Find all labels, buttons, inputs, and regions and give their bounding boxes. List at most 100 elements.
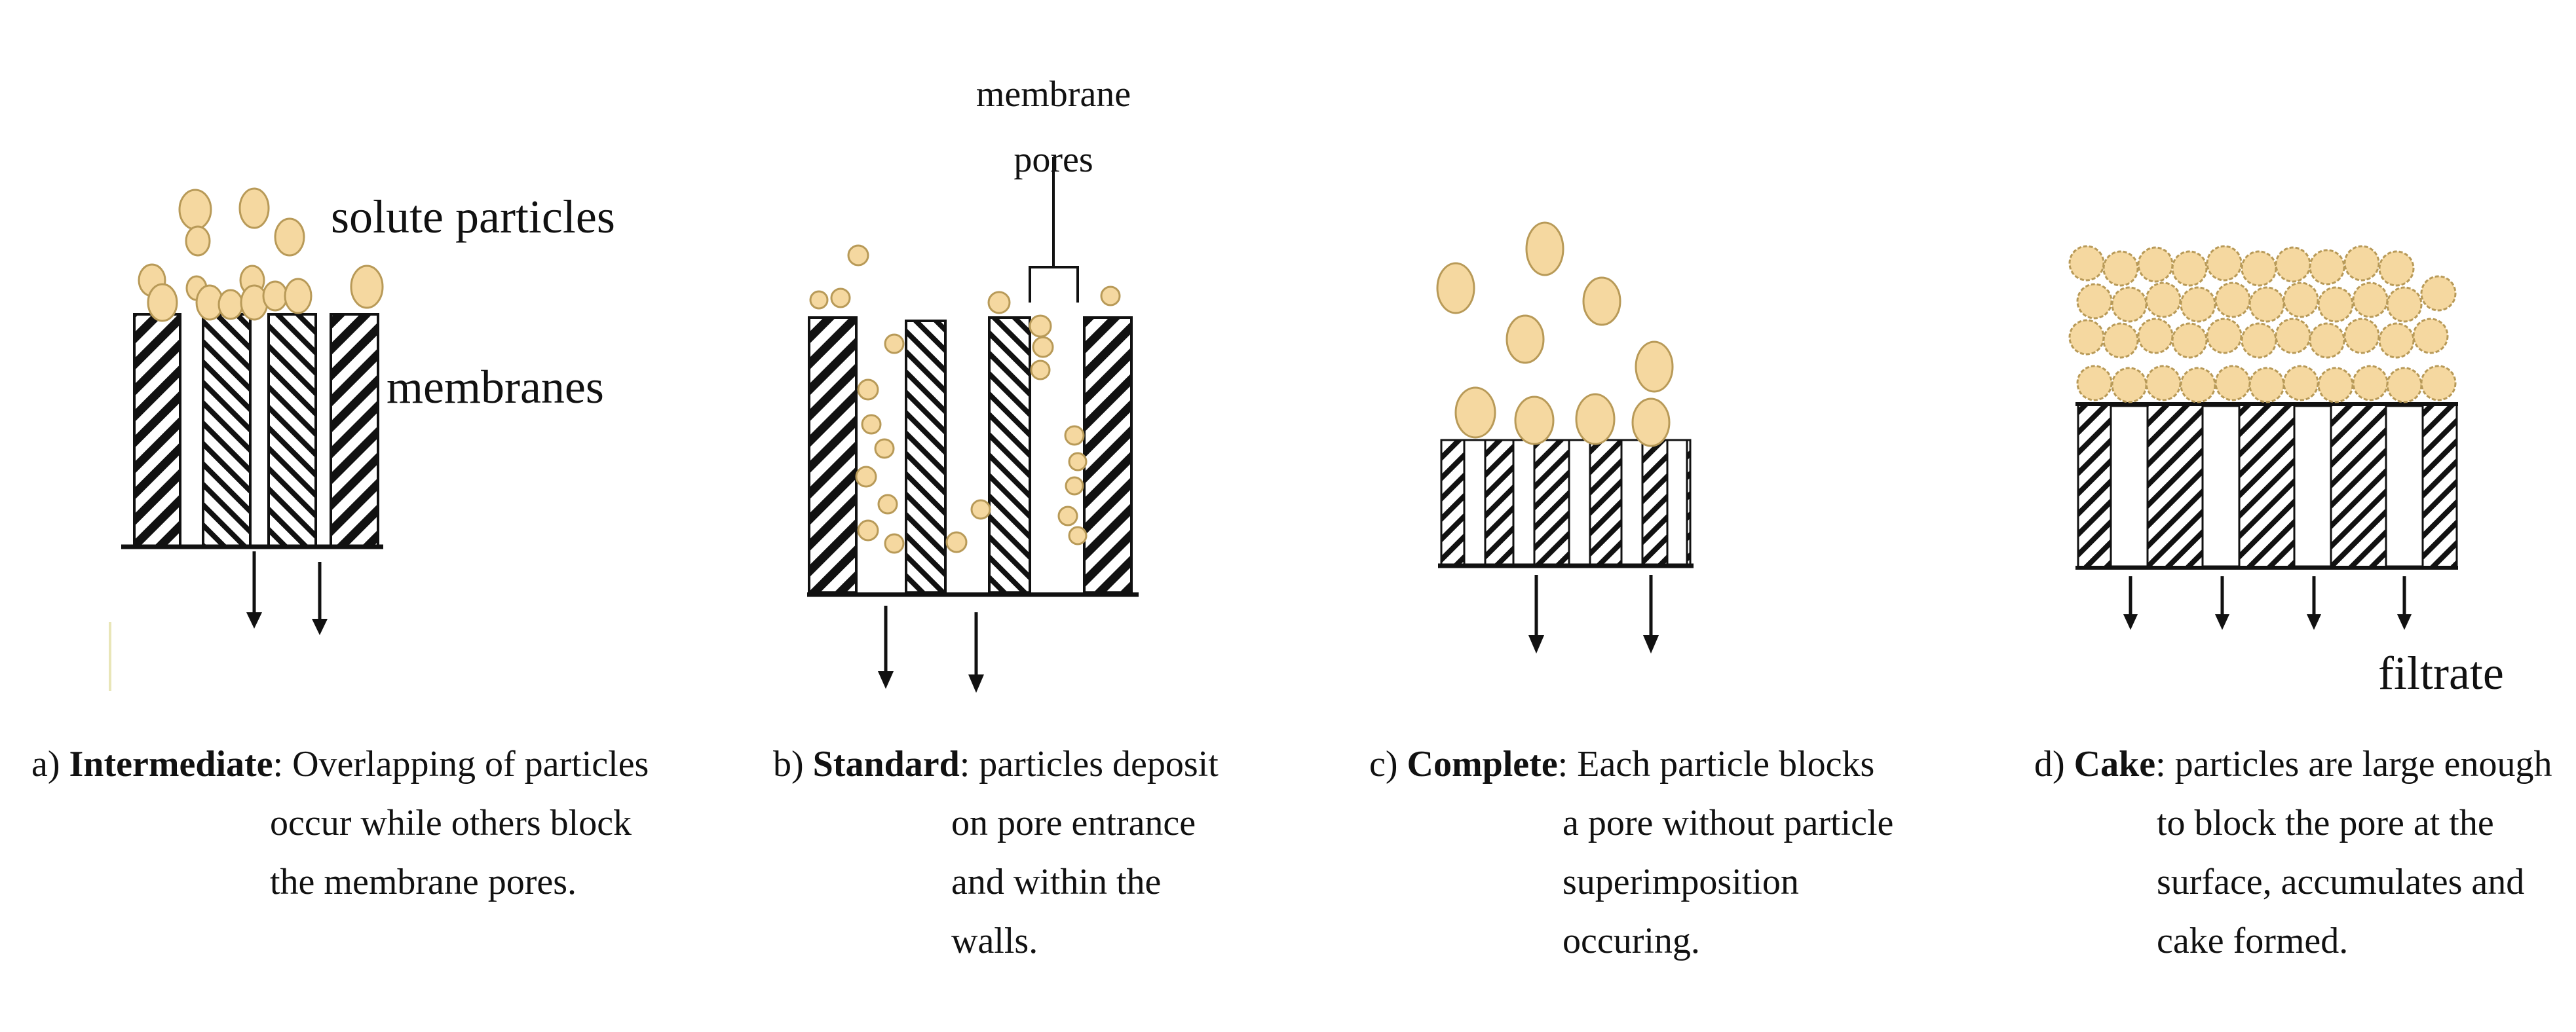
particle-icon — [857, 519, 879, 542]
membrane-pores-label-line1: membrane — [976, 74, 1131, 115]
svg-text:b) Standard: particles deposit: b) Standard: particles deposit — [773, 744, 1219, 784]
svg-text:a) Intermediate: Overlapping o: a) Intermediate: Overlapping of particle… — [31, 744, 649, 784]
particle-icon — [1068, 526, 1088, 545]
caption-b: b) Standard: particles deposit on pore e… — [773, 744, 1219, 961]
pore — [2385, 405, 2424, 568]
caption-line: occuring. — [1563, 921, 1700, 961]
caption-line: on pore entrance — [951, 803, 1196, 843]
particle-icon — [2309, 322, 2345, 359]
particle-icon — [1525, 221, 1564, 276]
particle-icon — [2352, 282, 2389, 318]
particle-icon — [857, 378, 879, 401]
solute-particles-label: solute particles — [331, 191, 615, 243]
caption-name: Complete — [1407, 744, 1558, 784]
pore — [1666, 439, 1688, 567]
particle-icon — [1582, 276, 1621, 326]
membrane-wall — [133, 313, 181, 548]
particle-icon — [2343, 245, 2380, 282]
particle-icon — [2111, 367, 2148, 403]
membrane-pores-label-line2: pores — [1013, 139, 1093, 180]
particle-icon — [2214, 365, 2251, 401]
membranes-label: membranes — [387, 361, 604, 413]
pore-bracket — [1029, 157, 1079, 303]
particle-icon — [147, 283, 178, 322]
particle-icon — [1436, 262, 1475, 314]
particle-icon — [2275, 246, 2311, 283]
down-arrow-icon — [878, 606, 894, 689]
caption-prefix: c) — [1369, 744, 1407, 784]
particle-icon — [2412, 318, 2449, 354]
caption-d: d) Cake: particles are large enough to b… — [2034, 744, 2552, 961]
particle-icon — [2171, 250, 2208, 287]
particle-icon — [884, 333, 905, 354]
down-arrow-icon — [312, 562, 328, 635]
caption-line: to block the pore at the — [2157, 803, 2494, 843]
particle-icon — [970, 499, 991, 520]
particle-icon — [2214, 282, 2251, 318]
caption-name: Intermediate — [69, 744, 273, 784]
particle-icon — [284, 278, 313, 314]
particle-icon — [2317, 286, 2354, 323]
particle-icon — [877, 494, 898, 515]
svg-text:d) Cake: particles are large e: d) Cake: particles are large enough — [2034, 744, 2552, 784]
membrane-wall — [1083, 316, 1133, 594]
particle-icon — [1514, 396, 1555, 445]
caption-line: walls. — [951, 921, 1038, 961]
particle-icon — [2386, 286, 2423, 323]
particle-icon — [2068, 319, 2105, 356]
particle-icon — [2241, 322, 2277, 359]
down-arrow-icon — [1643, 575, 1659, 654]
cake-layer — [2068, 245, 2457, 403]
particle-icon — [1575, 393, 1616, 445]
particle-icon — [2420, 365, 2457, 401]
particle-icon — [2145, 365, 2182, 401]
caption-line: cake formed. — [2157, 921, 2348, 961]
membrane-wall — [905, 320, 947, 594]
particle-icon — [2180, 367, 2216, 403]
membrane-wall — [330, 313, 379, 548]
membrane-wall — [267, 313, 317, 548]
particle-icon — [874, 438, 895, 459]
pore — [1512, 439, 1536, 567]
panel-c-complete — [1436, 221, 1694, 654]
caption-c: c) Complete: Each particle blocks a pore… — [1369, 744, 1893, 961]
svg-text:c) Complete: Each particle blo: c) Complete: Each particle blocks — [1369, 744, 1874, 784]
down-arrow-icon — [2307, 576, 2321, 630]
particle-icon — [1100, 286, 1121, 306]
particle-icon — [350, 265, 384, 309]
down-arrow-icon — [246, 551, 262, 629]
particle-icon — [987, 291, 1011, 314]
pore — [2293, 405, 2332, 568]
particle-icon — [2068, 245, 2105, 282]
particle-icon — [2378, 322, 2415, 359]
particle-icon — [1068, 452, 1088, 471]
caption-line: : Overlapping of particles — [273, 744, 649, 784]
caption-a: a) Intermediate: Overlapping of particle… — [31, 744, 649, 902]
particle-icon — [2102, 322, 2139, 359]
particle-icon — [2343, 318, 2380, 354]
caption-line: : Each particle blocks — [1558, 744, 1875, 784]
particle-icon — [809, 290, 829, 310]
particle-icon — [238, 187, 270, 229]
particle-icon — [2309, 249, 2345, 286]
solute-particles — [1436, 221, 1674, 447]
caption-line: occur while others block — [270, 803, 632, 843]
down-arrow-icon — [1528, 575, 1544, 654]
particle-icon — [945, 531, 968, 553]
particle-icon — [1454, 386, 1496, 439]
particle-icon — [262, 280, 288, 312]
particle-icon — [1029, 314, 1052, 338]
particle-icon — [2076, 365, 2113, 401]
particle-icon — [2111, 286, 2148, 323]
particle-icon — [2241, 250, 2277, 287]
particle-icon — [1032, 336, 1054, 358]
particle-icon — [855, 466, 877, 488]
down-arrow-icon — [968, 612, 984, 693]
caption-prefix: a) — [31, 744, 69, 784]
particle-icon — [2180, 286, 2216, 323]
particle-icon — [2102, 250, 2139, 287]
filtrate-label: filtrate — [2378, 647, 2504, 699]
caption-line: surface, accumulates and — [2157, 862, 2524, 902]
membrane-wall — [988, 316, 1031, 594]
